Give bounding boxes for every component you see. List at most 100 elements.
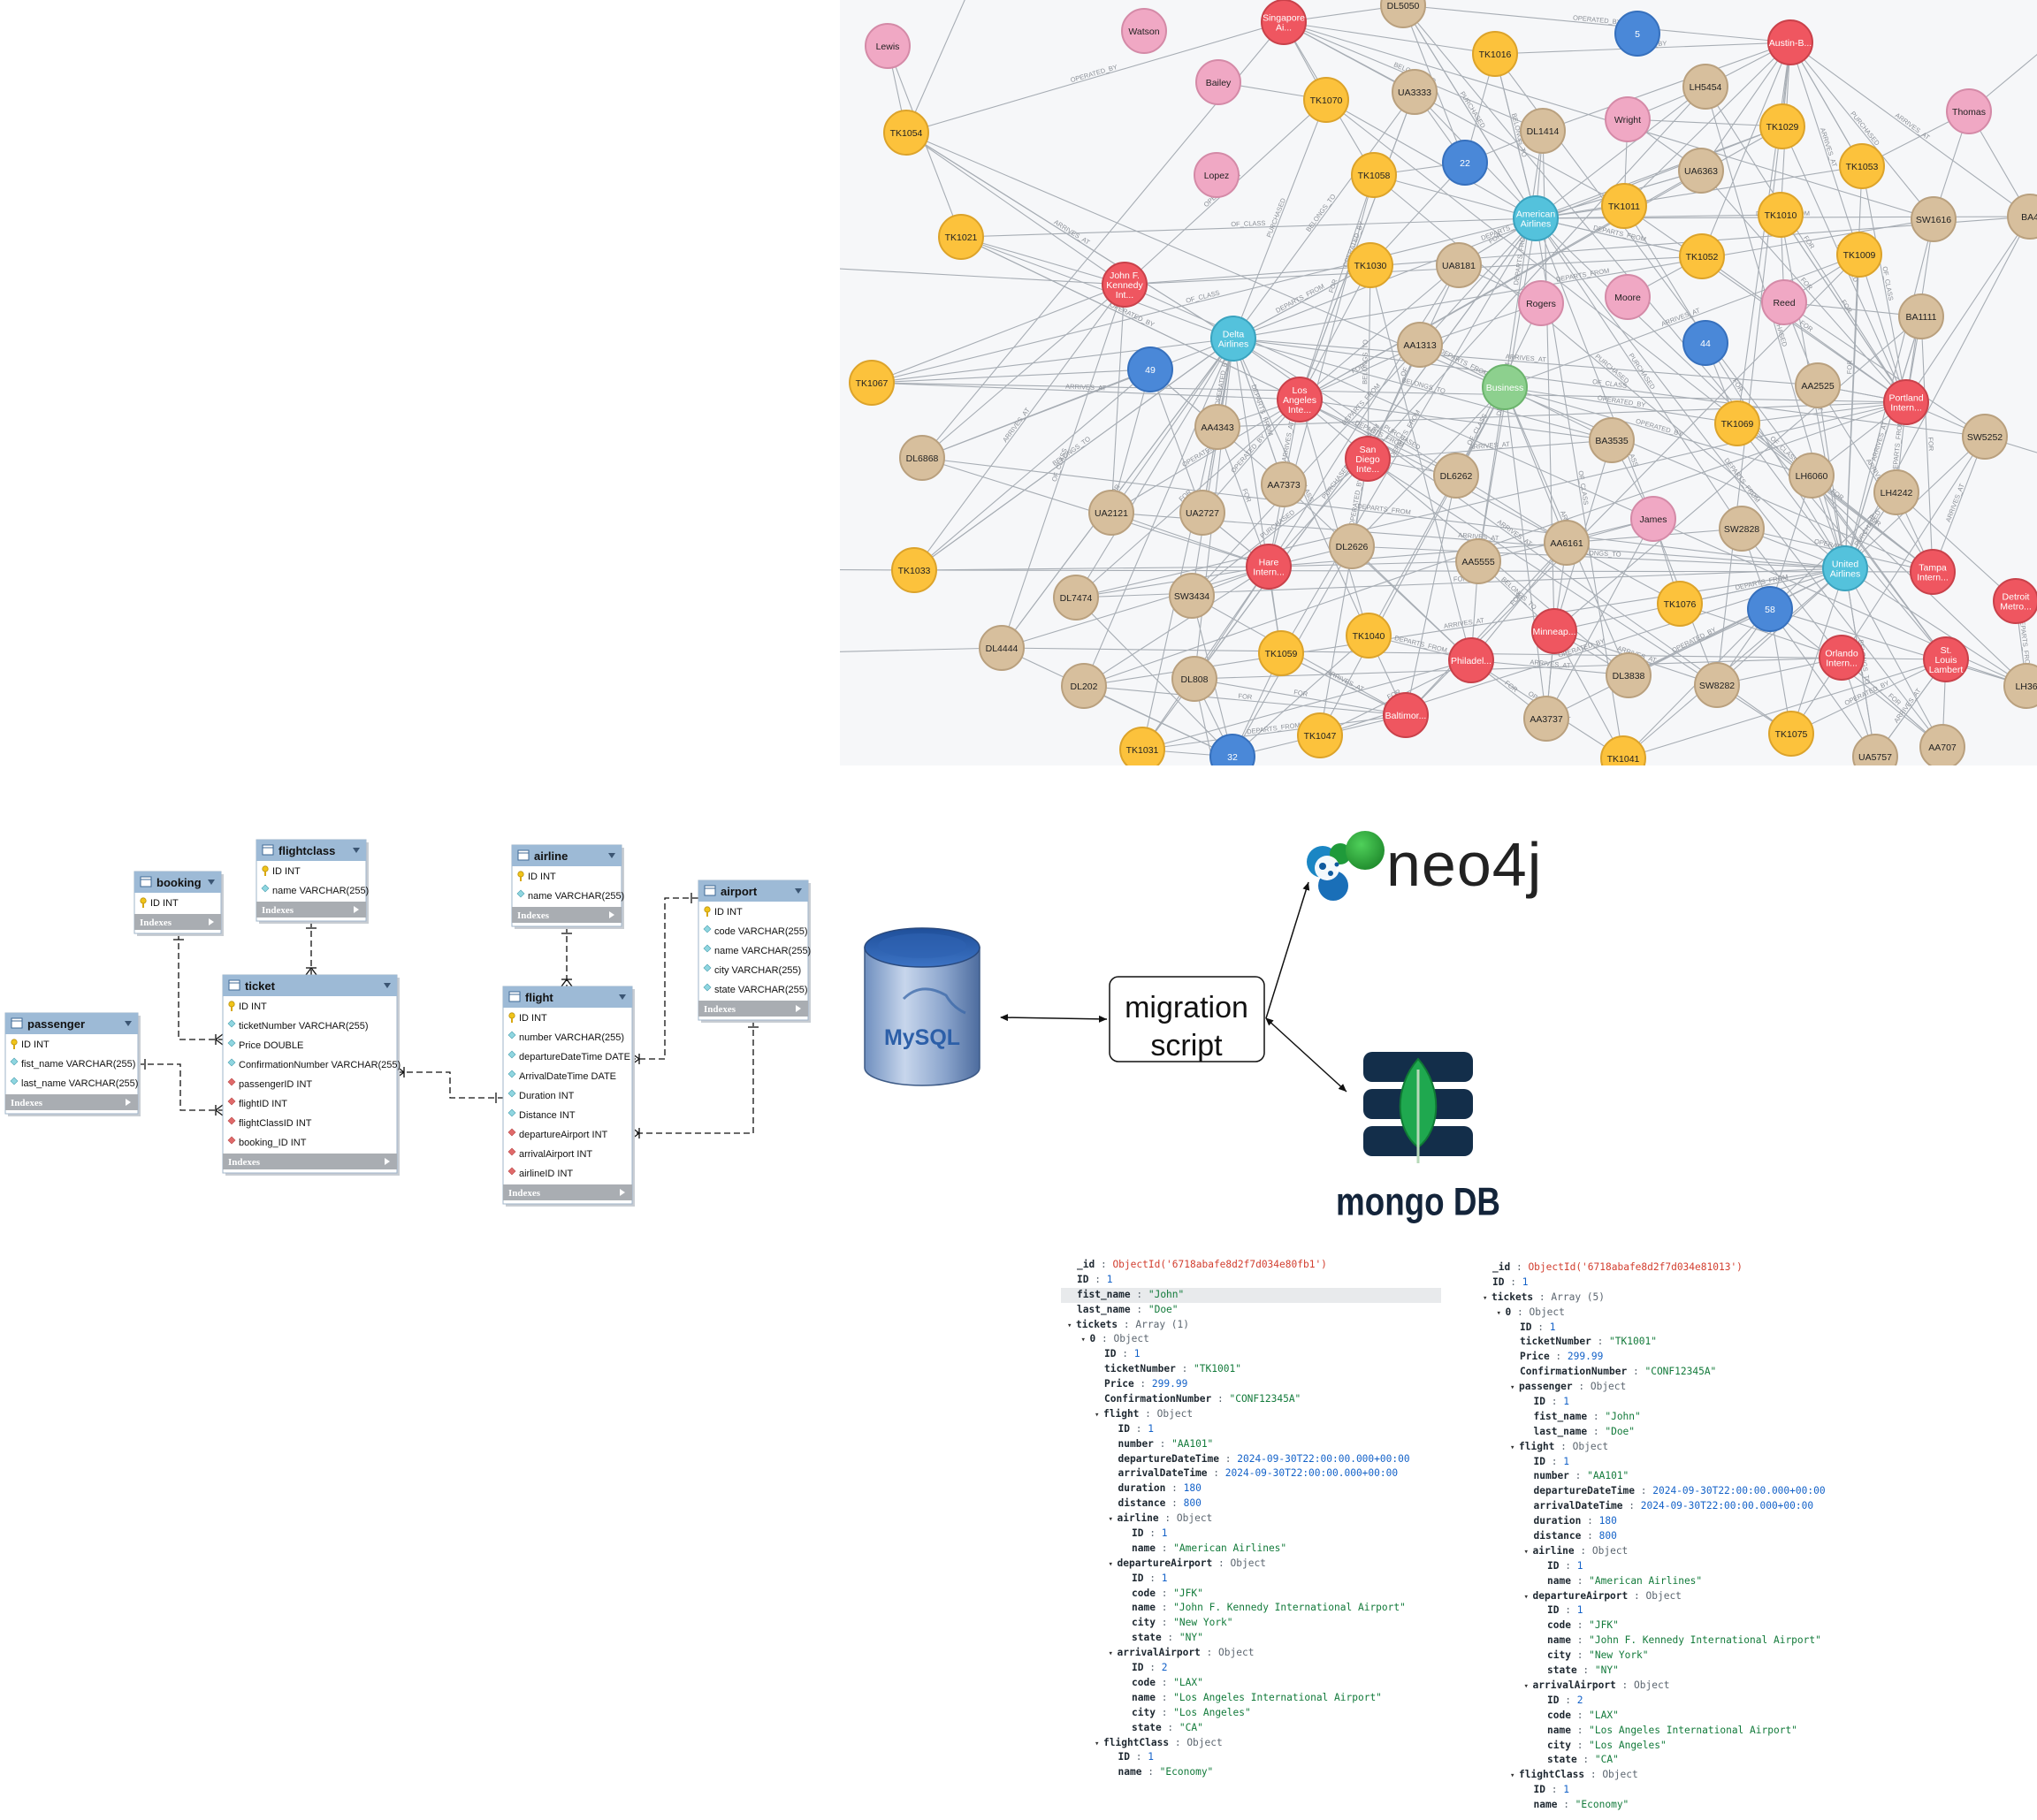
graph-node-dl808[interactable]: DL808 [1171, 656, 1217, 702]
document-field-row[interactable]: ID : 1 [1061, 1422, 1441, 1437]
document-field-row[interactable]: number : "AA101" [1476, 1469, 1857, 1484]
graph-node-n5[interactable]: 5 [1614, 11, 1660, 57]
document-field-row[interactable]: ▾passenger : Object [1476, 1380, 1857, 1395]
expand-toggle-icon[interactable]: ▾ [1108, 1559, 1113, 1569]
document-field-row[interactable]: ▾tickets : Array (1) [1061, 1318, 1441, 1333]
graph-node-ba4[interactable]: BA4 [2007, 194, 2037, 240]
graph-node-sw5252[interactable]: SW5252 [1962, 414, 2008, 460]
graph-node-tk1058[interactable]: TK1058 [1351, 152, 1397, 198]
graph-node-bwi[interactable]: Baltimor... [1383, 692, 1429, 738]
graph-node-aa2525[interactable]: AA2525 [1795, 362, 1841, 408]
graph-node-ua3333[interactable]: UA3333 [1392, 69, 1438, 115]
graph-node-lh5454[interactable]: LH5454 [1682, 64, 1728, 110]
graph-node-tk1052[interactable]: TK1052 [1679, 233, 1725, 279]
graph-node-tk1053[interactable]: TK1053 [1839, 143, 1885, 189]
document-field-row[interactable]: duration : 180 [1476, 1514, 1857, 1529]
expand-toggle-icon[interactable]: ▾ [1067, 1321, 1072, 1330]
document-field-row[interactable]: state : "NY" [1476, 1664, 1857, 1679]
document-field-row[interactable]: code : "JFK" [1061, 1587, 1441, 1602]
graph-node-tk1029[interactable]: TK1029 [1759, 103, 1805, 149]
graph-node-dl202[interactable]: DL202 [1061, 663, 1107, 709]
graph-node-thomas[interactable]: Thomas [1946, 88, 1992, 134]
graph-node-watson[interactable]: Watson [1121, 8, 1167, 54]
chevron-down-icon[interactable] [608, 853, 615, 858]
document-field-row[interactable]: fist_name : "John" [1476, 1410, 1857, 1425]
document-field-row[interactable]: code : "JFK" [1476, 1618, 1857, 1633]
graph-node-dl7474[interactable]: DL7474 [1053, 575, 1099, 621]
graph-node-lh36[interactable]: LH36 [2003, 663, 2037, 709]
document-field-row[interactable]: Price : 299.99 [1476, 1350, 1857, 1365]
graph-node-moore[interactable]: Moore [1605, 274, 1651, 320]
graph-node-msp[interactable]: Minneap... [1531, 608, 1577, 654]
graph-node-sw3434[interactable]: SW3434 [1169, 573, 1215, 619]
graph-node-tk1076[interactable]: TK1076 [1657, 581, 1703, 627]
document-field-row[interactable]: arrivalDateTime : 2024-09-30T22:00:00.00… [1476, 1499, 1857, 1514]
document-field-row[interactable]: ▾0 : Object [1061, 1332, 1441, 1347]
document-field-row[interactable]: ▾0 : Object [1476, 1306, 1857, 1321]
document-field-row[interactable]: ID : 1 [1476, 1395, 1857, 1410]
document-field-row[interactable]: ▾departureAirport : Object [1061, 1557, 1441, 1572]
document-field-row[interactable]: ID : 1 [1061, 1273, 1441, 1288]
graph-canvas[interactable]: ARRIVES_ATOPERATED_BYOF_CLASSOPERATED_BY… [840, 0, 2037, 765]
graph-node-n58[interactable]: 58 [1747, 586, 1793, 632]
document-field-row[interactable]: ID : 1 [1061, 1750, 1441, 1765]
expand-toggle-icon[interactable]: ▾ [1510, 1383, 1515, 1393]
document-field-row[interactable]: ID : 1 [1476, 1455, 1857, 1470]
document-field-row[interactable]: state : "NY" [1061, 1631, 1441, 1646]
document-field-row[interactable]: _id : ObjectId('6718abafe8d2f7d034e80fb1… [1061, 1258, 1441, 1273]
graph-node-tk1016[interactable]: TK1016 [1472, 31, 1518, 77]
document-field-row[interactable]: name : "Economy" [1061, 1765, 1441, 1780]
document-field-row[interactable]: last_name : "Doe" [1476, 1425, 1857, 1440]
chevron-right-icon[interactable] [209, 918, 214, 925]
document-field-row[interactable]: ▾flightClass : Object [1061, 1736, 1441, 1751]
document-field-row[interactable]: ▾arrivalAirport : Object [1061, 1646, 1441, 1661]
graph-node-ua5757[interactable]: UA5757 [1852, 734, 1898, 765]
document-field-row[interactable]: Price : 299.99 [1061, 1377, 1441, 1392]
expand-toggle-icon[interactable]: ▾ [1523, 1681, 1529, 1691]
graph-node-ua2121[interactable]: UA2121 [1088, 490, 1134, 536]
graph-node-tk1030[interactable]: TK1030 [1347, 242, 1393, 288]
graph-node-tk1067[interactable]: TK1067 [849, 360, 895, 406]
expand-toggle-icon[interactable]: ▾ [1523, 1547, 1529, 1557]
graph-node-ba3535[interactable]: BA3535 [1589, 417, 1635, 463]
graph-node-ua8181[interactable]: UA8181 [1436, 242, 1482, 288]
chevron-right-icon[interactable] [385, 1158, 390, 1165]
graph-node-aa7373[interactable]: AA7373 [1261, 461, 1307, 507]
document-field-row[interactable]: code : "LAX" [1476, 1709, 1857, 1724]
expand-toggle-icon[interactable]: ▾ [1080, 1336, 1086, 1345]
graph-node-tk1070[interactable]: TK1070 [1303, 77, 1349, 123]
graph-node-tk1069[interactable]: TK1069 [1714, 400, 1760, 446]
graph-node-bus[interactable]: Business [1482, 364, 1528, 410]
document-field-row[interactable]: ConfirmationNumber : "CONF12345A" [1476, 1365, 1857, 1380]
document-field-row[interactable]: ticketNumber : "TK1001" [1476, 1335, 1857, 1350]
graph-node-tk1021[interactable]: TK1021 [938, 214, 984, 260]
document-field-row[interactable]: distance : 800 [1476, 1529, 1857, 1544]
graph-node-wright[interactable]: Wright [1605, 96, 1651, 142]
graph-node-phl[interactable]: Philadel... [1448, 637, 1494, 683]
graph-node-aa6161[interactable]: AA6161 [1544, 520, 1590, 566]
graph-node-tk1031[interactable]: TK1031 [1119, 727, 1165, 765]
expand-toggle-icon[interactable]: ▾ [1108, 1649, 1113, 1659]
graph-node-aa3737[interactable]: AA3737 [1523, 696, 1569, 742]
graph-node-aa4343[interactable]: AA4343 [1194, 404, 1240, 450]
document-field-row[interactable]: ID : 1 [1476, 1603, 1857, 1618]
document-field-row[interactable]: name : "American Airlines" [1476, 1574, 1857, 1589]
document-field-row[interactable]: state : "CA" [1061, 1721, 1441, 1736]
document-field-row[interactable]: ID : 1 [1061, 1572, 1441, 1587]
document-field-row[interactable]: number : "AA101" [1061, 1437, 1441, 1452]
document-field-row[interactable]: fist_name : "John" [1061, 1287, 1441, 1303]
document-field-row[interactable]: ID : 1 [1476, 1559, 1857, 1574]
graph-node-lopez[interactable]: Lopez [1194, 152, 1240, 198]
